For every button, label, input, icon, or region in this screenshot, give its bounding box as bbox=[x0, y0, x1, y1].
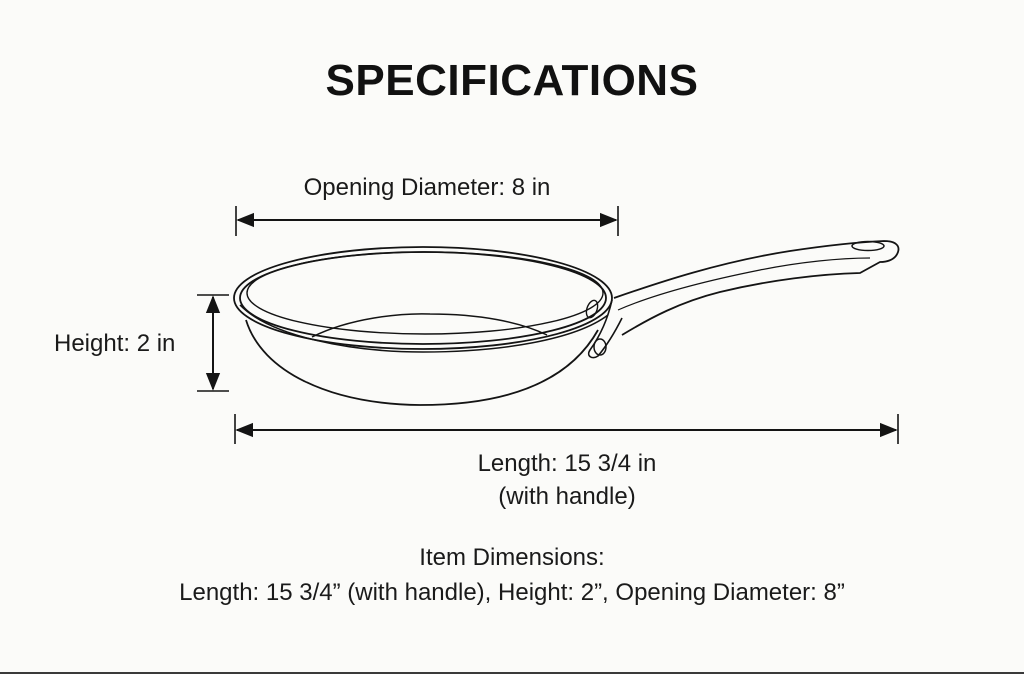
length-label: Length: 15 3/4 in (with handle) bbox=[236, 447, 898, 513]
diameter-dimension-line bbox=[235, 206, 619, 236]
summary-heading: Item Dimensions: bbox=[419, 544, 605, 571]
height-dimension-line bbox=[197, 294, 229, 392]
length-dimension-line bbox=[234, 414, 899, 444]
length-label-line2: (with handle) bbox=[498, 483, 636, 510]
pan-body bbox=[233, 246, 613, 406]
opening-diameter-label: Opening Diameter: 8 in bbox=[303, 174, 551, 201]
height-label: Height: 2 in bbox=[54, 330, 176, 357]
bottom-border bbox=[0, 672, 1024, 674]
pan-handle bbox=[585, 240, 900, 359]
summary-detail: Length: 15 3/4” (with handle), Height: 2… bbox=[179, 579, 845, 606]
page-title: SPECIFICATIONS bbox=[325, 56, 699, 105]
item-dimensions-summary: Item Dimensions: Length: 15 3/4” (with h… bbox=[0, 540, 1024, 610]
length-label-line1: Length: 15 3/4 in bbox=[477, 450, 657, 477]
